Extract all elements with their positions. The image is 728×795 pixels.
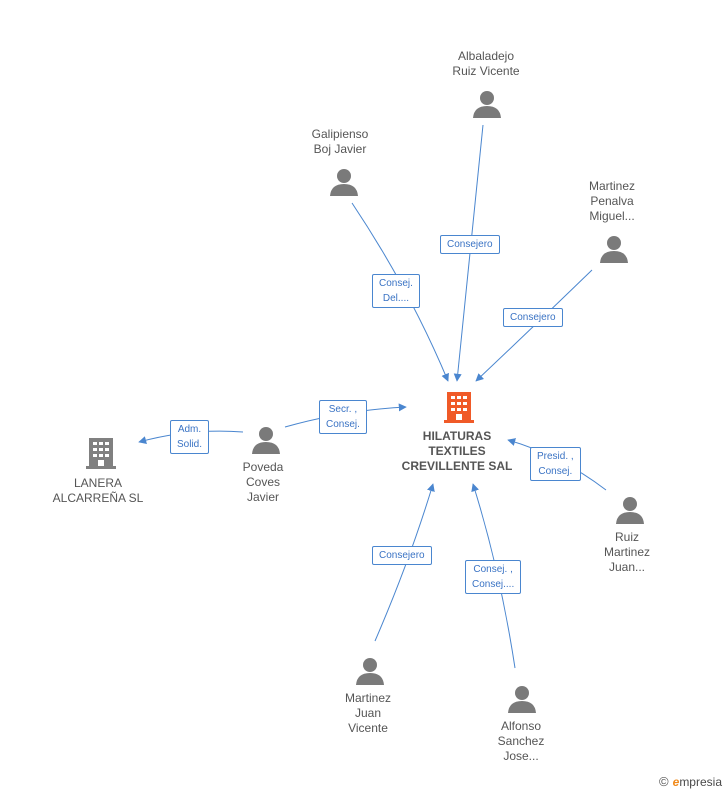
person-name-martinez-penalva[interactable]: Martinez Penalva Miguel... bbox=[588, 179, 635, 223]
edge-label-martinez-juan: Consejero bbox=[372, 546, 432, 565]
edge-label-poveda: Secr. , Consej. bbox=[319, 400, 367, 434]
person-icon[interactable] bbox=[615, 495, 645, 525]
person-name-martinez-juan[interactable]: Martinez Juan Vicente bbox=[344, 691, 391, 735]
edge-label-martinez-penalva: Consejero bbox=[503, 308, 563, 327]
person-icon[interactable] bbox=[329, 167, 359, 197]
person-icon[interactable] bbox=[507, 684, 537, 714]
person-name-galipienso[interactable]: Galipienso Boj Javier bbox=[311, 127, 369, 156]
company-name-center[interactable]: HILATURAS TEXTILES CREVILLENTE SAL bbox=[401, 429, 513, 473]
edge-label-albaladejo: Consejero bbox=[440, 235, 500, 254]
brand-logo-initial: e bbox=[672, 775, 680, 789]
edge-label-alfonso: Consej. , Consej.... bbox=[465, 560, 522, 594]
edge-martinez-penalva bbox=[475, 269, 593, 382]
edge-label-ruiz-martinez: Presid. , Consej. bbox=[530, 447, 581, 481]
person-icon[interactable] bbox=[251, 425, 281, 455]
person-icon[interactable] bbox=[599, 234, 629, 264]
company-name-lanera[interactable]: LANERA ALCARREÑA SL bbox=[52, 476, 144, 505]
edge-label-lanera: Adm. Solid. bbox=[170, 420, 210, 454]
person-name-poveda[interactable]: Poveda Coves Javier bbox=[242, 460, 284, 504]
watermark: ©empresia bbox=[659, 774, 722, 789]
person-name-ruiz-martinez[interactable]: Ruiz Martinez Juan... bbox=[603, 530, 650, 574]
brand-logo-text: mpresia bbox=[679, 775, 722, 789]
person-icon[interactable] bbox=[355, 656, 385, 686]
person-name-alfonso[interactable]: Alfonso Sanchez Jose... bbox=[497, 719, 545, 763]
edge-label-galipienso: Consej. Del.... bbox=[372, 274, 420, 308]
building-icon[interactable] bbox=[443, 390, 475, 424]
person-icon[interactable] bbox=[472, 89, 502, 119]
building-icon[interactable] bbox=[85, 436, 117, 470]
copyright-symbol: © bbox=[659, 774, 669, 789]
person-name-albaladejo[interactable]: Albaladejo Ruiz Vicente bbox=[452, 49, 520, 78]
